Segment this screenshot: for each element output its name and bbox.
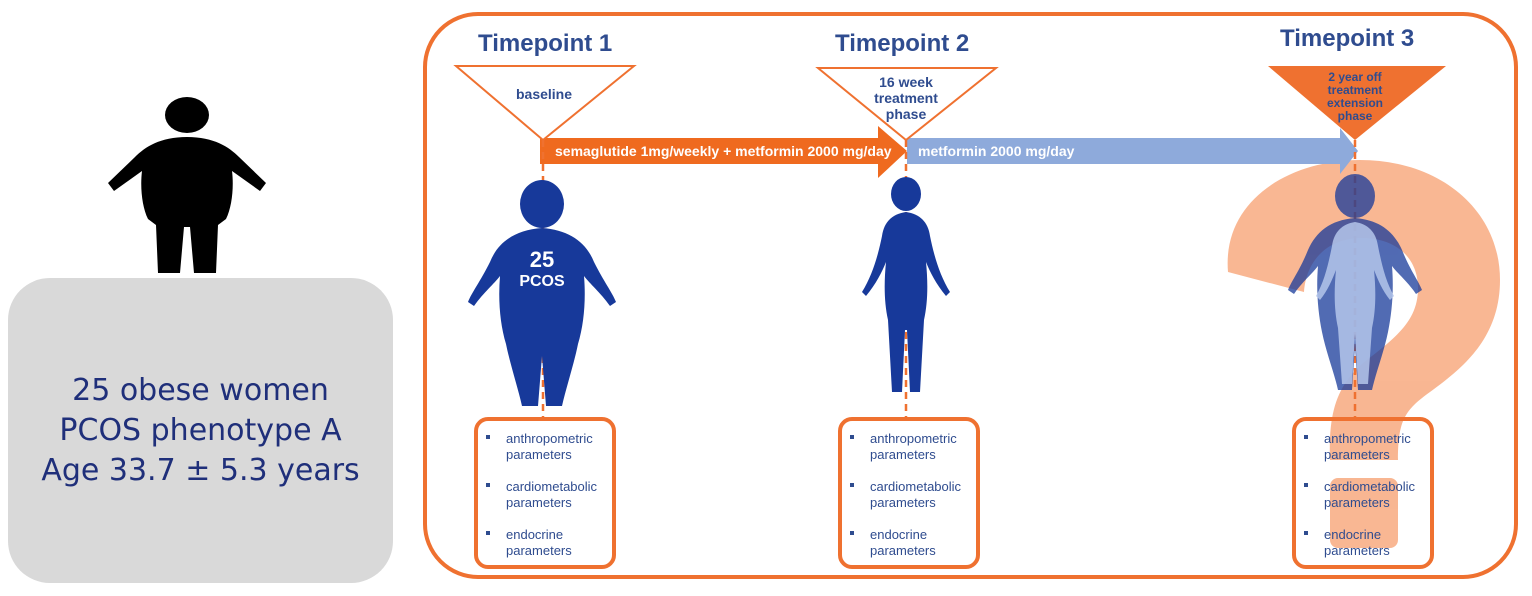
timepoint3-triangle	[1268, 66, 1446, 140]
baseline-figure-label: 25 PCOS	[519, 247, 565, 291]
timepoint2-phase: 16 week treatment phase	[874, 74, 938, 122]
semaglutide-arrow	[540, 126, 907, 178]
study-timeline-frame	[423, 12, 1518, 579]
timepoint2-triangle	[815, 67, 999, 142]
timepoint3-phase: 2 year off treatment extension phase	[1326, 70, 1383, 123]
cohort-summary-box: 25 obese women PCOS phenotype A Age 33.7…	[8, 278, 393, 583]
metformin-arrow	[907, 128, 1358, 174]
timepoint1-title: Timepoint 1	[478, 30, 613, 57]
cohort-phenotype: PCOS phenotype A	[59, 412, 342, 448]
baseline-obese-figure	[468, 180, 616, 406]
timepoint3-title: Timepoint 3	[1280, 25, 1415, 52]
uncertain-outcome-figure	[1288, 174, 1422, 390]
metformin-arrow-label: metformin 2000 mg/day	[918, 143, 1075, 159]
timepoint2-title: Timepoint 2	[835, 30, 970, 57]
timepoint1-phase: baseline	[515, 86, 573, 102]
timepoint1-triangle	[453, 65, 637, 142]
cohort-age: Age 33.7 ± 5.3 years	[41, 452, 360, 488]
question-mark-icon	[1227, 160, 1500, 548]
post-treatment-figure	[862, 177, 950, 392]
semaglutide-arrow-label: semaglutide 1mg/weekly + metformin 2000 …	[555, 143, 892, 159]
cohort-count: 25 obese women	[72, 372, 329, 408]
obese-person-icon	[108, 97, 266, 273]
